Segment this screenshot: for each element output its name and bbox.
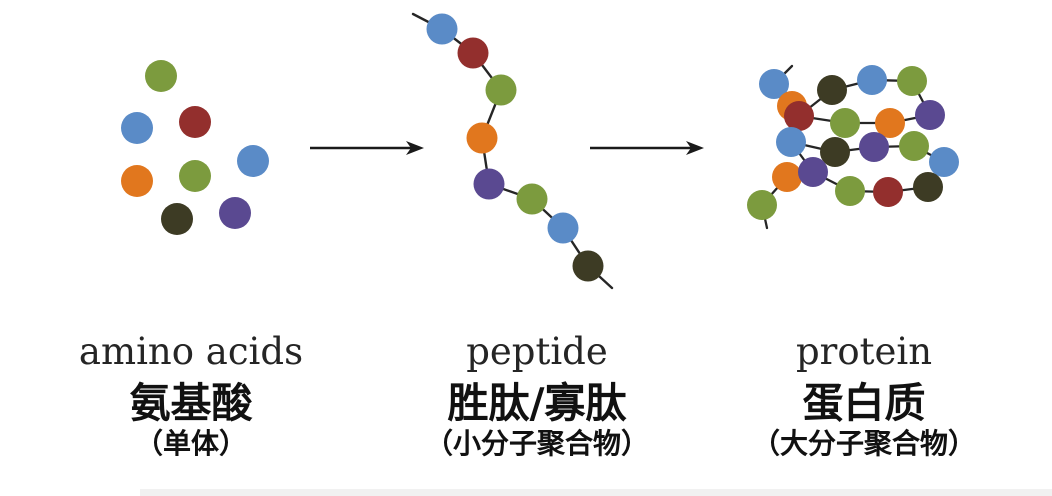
protein-monomer-circle [784,101,814,131]
amino-acids-chinese-label: 氨基酸 [129,378,253,427]
protein-monomer-circle [798,157,828,187]
amino-acid-monomer-circle [145,60,177,92]
peptide-english-label: peptide [466,330,608,373]
protein-monomer-circle [817,75,847,105]
protein-english-label: protein [795,330,933,373]
protein-monomer-circle [776,127,806,157]
protein-monomer-circle [875,108,905,138]
peptide-monomer-circle [485,74,517,106]
reaction-arrow-head [686,141,704,155]
protein-monomer-circle [857,65,887,95]
protein-monomer-circle [820,137,850,167]
peptide-monomer-circle [572,250,604,282]
amino-acid-monomer-circle [179,160,211,192]
peptide-monomer-circle [426,13,458,45]
amino-acid-monomer-circle [161,203,193,235]
peptide-subtitle-label: （小分子聚合物） [424,426,650,460]
amino-acid-monomer-circle [179,106,211,138]
peptide-chinese-label: 胜肽/寡肽 [447,378,627,427]
protein-monomer-circle [772,162,802,192]
protein-chinese-label: 蛋白质 [802,378,926,427]
peptide-monomer-circle [457,37,489,69]
reaction-arrow-head [406,141,424,155]
protein-monomer-circle [830,108,860,138]
peptide-monomer-circle [547,212,579,244]
amino-acid-monomer-circle [121,112,153,144]
amino-acids-english-label: amino acids [78,330,304,373]
label-column-peptide: peptide 胜肽/寡肽 （小分子聚合物） [424,330,650,460]
protein-subtitle-label: （大分子聚合物） [751,426,977,460]
label-column-protein: protein 蛋白质 （大分子聚合物） [751,330,977,460]
peptide-monomer-circle [516,183,548,215]
baseline-strip [140,489,1052,496]
protein-monomer-circle [913,172,943,202]
protein-monomer-circle [897,66,927,96]
amino-acid-monomer-circle [219,197,251,229]
amino-acids-subtitle-label: （单体） [134,426,248,460]
protein-monomer-circle [759,69,789,99]
protein-monomer-circle [859,132,889,162]
protein-monomer-circle [929,147,959,177]
protein-monomer-circle [747,190,777,220]
protein-monomer-circle [835,176,865,206]
label-column-amino-acids: amino acids 氨基酸 （单体） [78,330,304,460]
amino-acid-monomer-circle [237,145,269,177]
peptide-monomer-circle [466,122,498,154]
peptide-monomer-circle [473,168,505,200]
protein-monomer-circle [899,131,929,161]
peptide-chain-backbone-line [411,12,614,290]
amino-acid-monomer-circle [121,165,153,197]
protein-monomer-circle [915,100,945,130]
protein-monomer-circle [873,177,903,207]
